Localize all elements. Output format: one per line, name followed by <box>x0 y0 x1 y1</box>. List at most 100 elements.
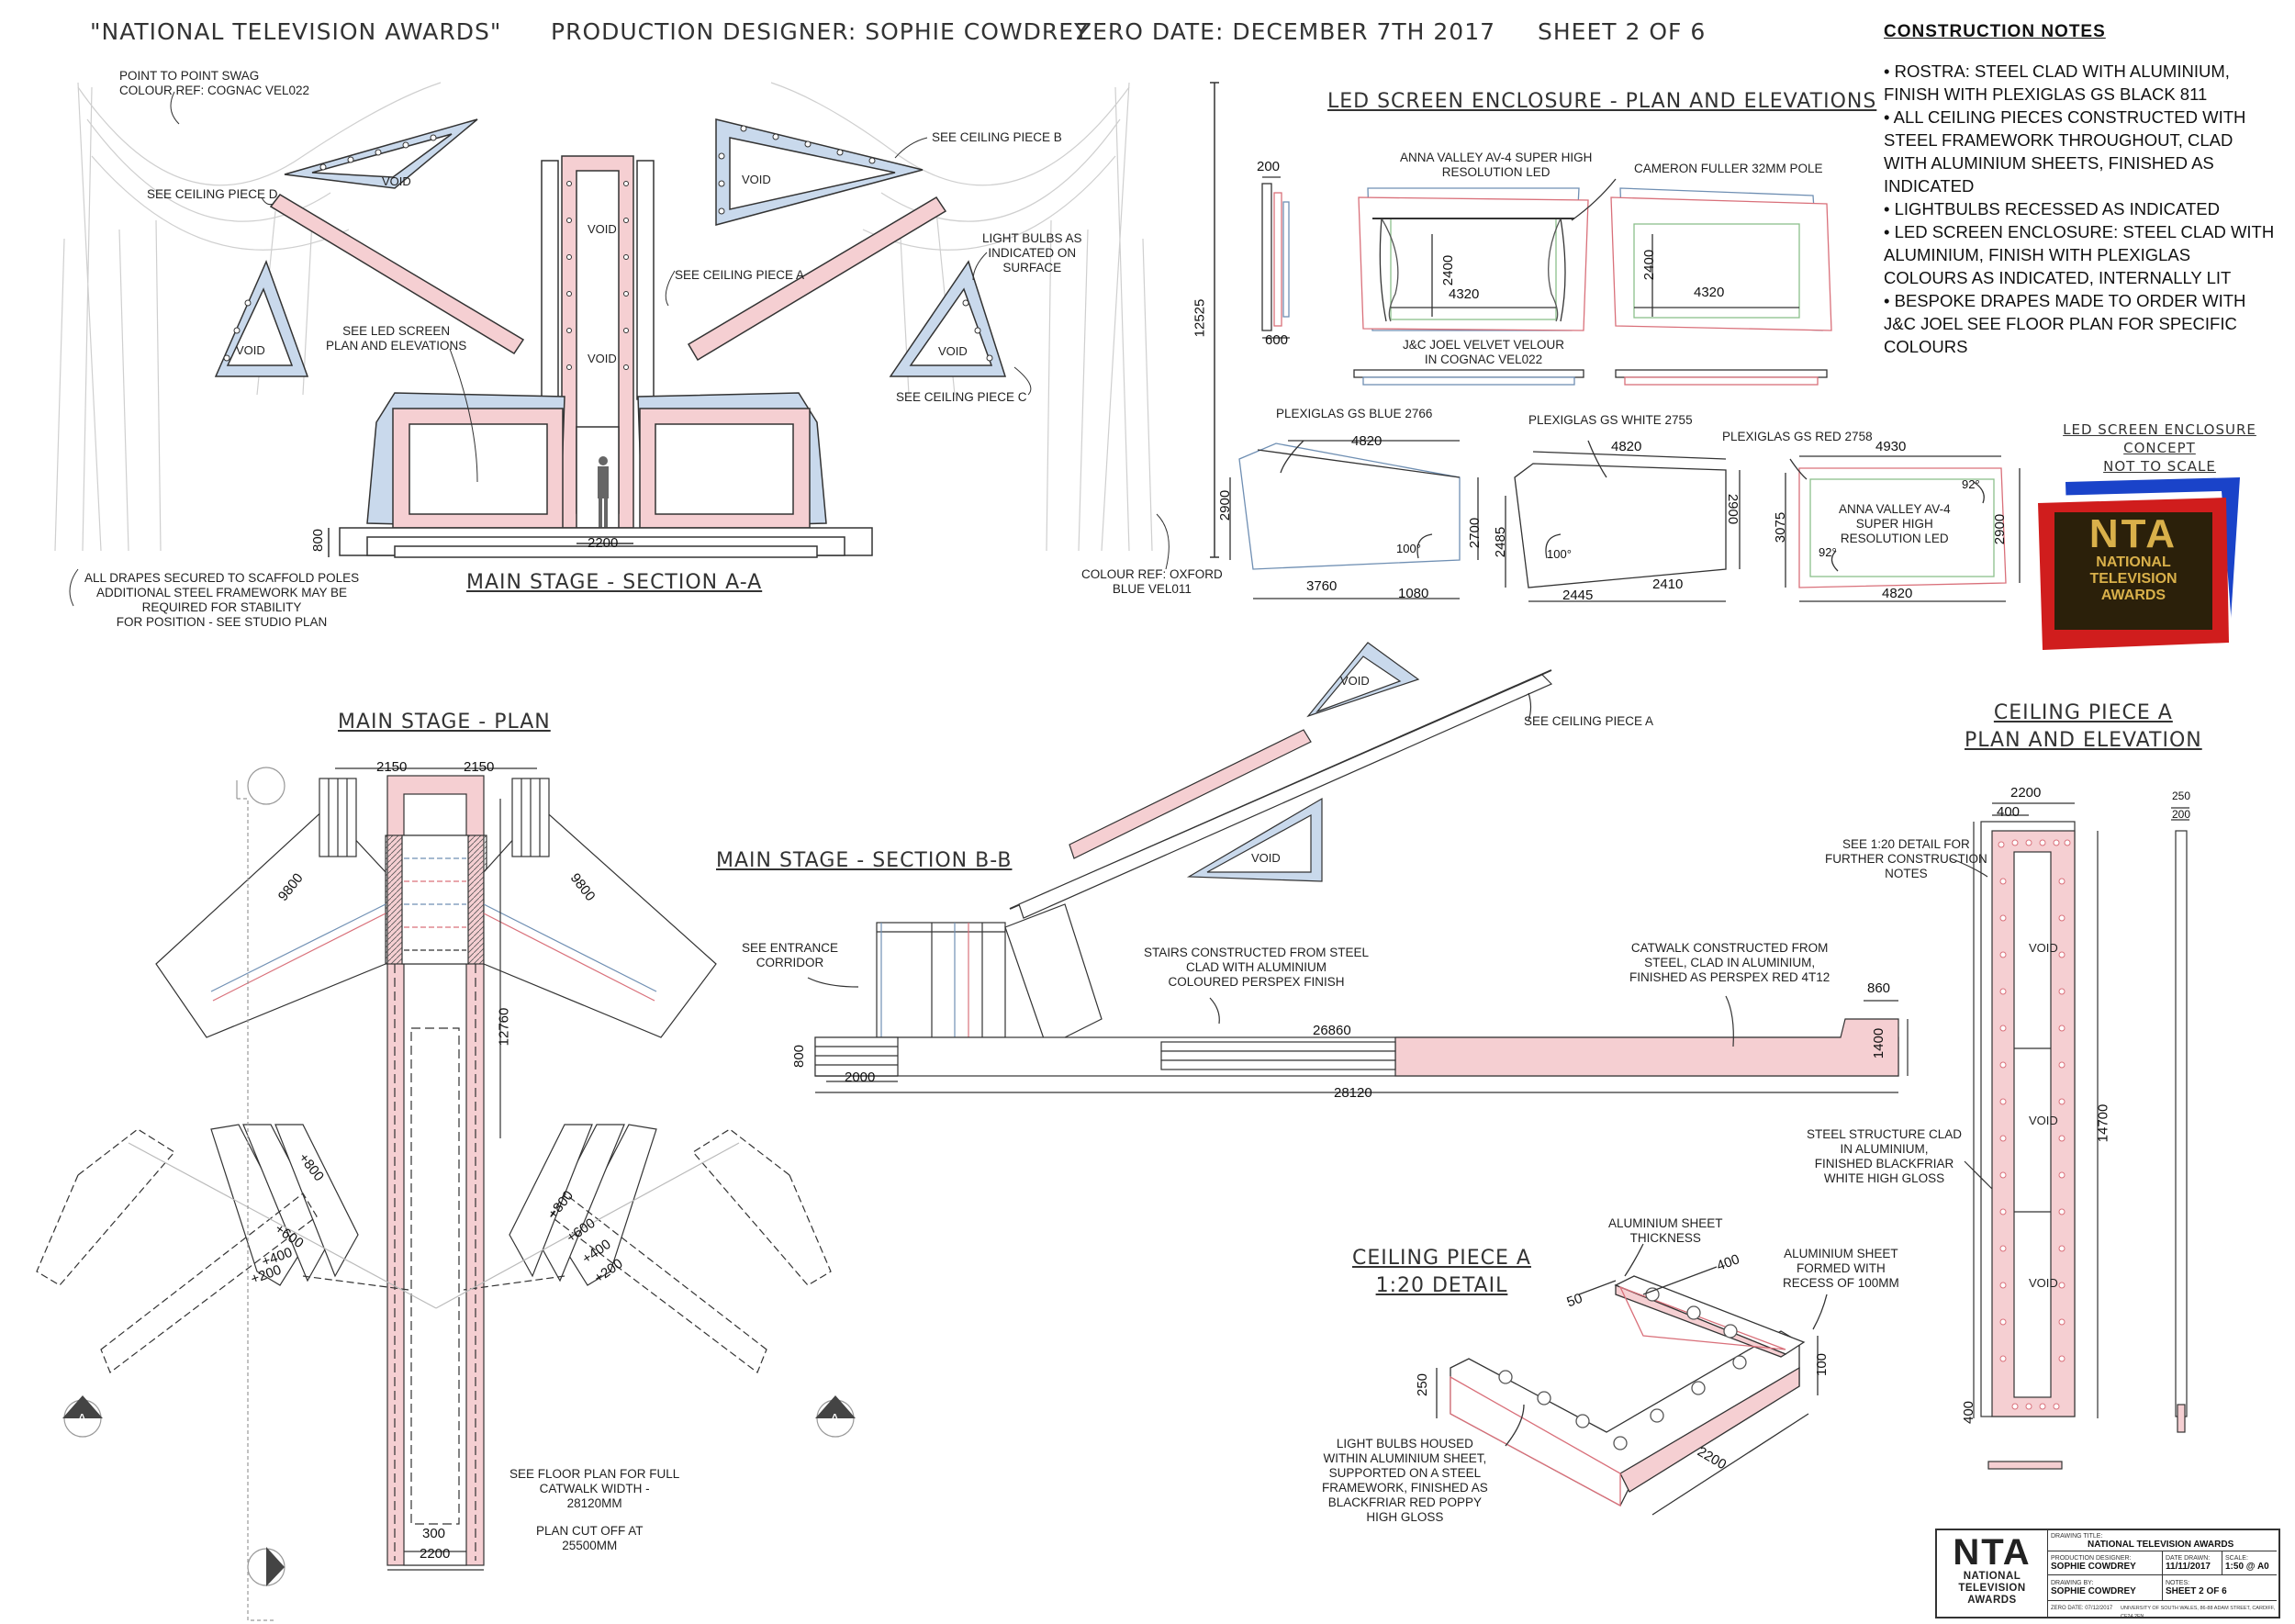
void-label: VOID <box>1340 674 1370 688</box>
dim-100: 100 <box>1814 1352 1830 1377</box>
label-drapes: ALL DRAPES SECURED TO SCAFFOLD POLES ADD… <box>84 571 360 629</box>
label-entrance: SEE ENTRANCE CORRIDOR <box>742 941 839 969</box>
header-event: "NATIONAL TELEVISION AWARDS" <box>90 18 502 45</box>
dim-26860: 26860 <box>1313 1023 1351 1038</box>
tb-university: UNIVERSITY OF SOUTH WALES, 86-88 ADAM ST… <box>2121 1606 2276 1619</box>
dim-1400: 1400 <box>1871 1027 1887 1059</box>
note-item: LIGHTBULBS RECESSED AS INDICATED <box>1884 197 2278 220</box>
dim-2900: 2900 <box>1725 493 1741 525</box>
led-concept-title: LED SCREEN ENCLOSURE CONCEPT NOT TO SCAL… <box>2063 421 2256 475</box>
dim-2485: 2485 <box>1493 526 1509 558</box>
section-aa-title: MAIN STAGE - SECTION A-A <box>466 571 763 594</box>
ceiling-a-plan-drawing <box>1950 802 2189 1470</box>
dim-4820: 4820 <box>1882 586 1913 601</box>
dim-2400: 2400 <box>1440 254 1457 286</box>
dim-800: 800 <box>791 1044 808 1069</box>
angle-label: 100° <box>1396 542 1421 555</box>
dim-2900: 2900 <box>1217 489 1234 521</box>
dim-4820: 4820 <box>1351 433 1383 449</box>
void-label: VOID <box>2029 1276 2058 1290</box>
header-zero-date: ZERO DATE: DECEMBER 7TH 2017 <box>1076 18 1496 45</box>
label-plexiglas-blue: PLEXIGLAS GS BLUE 2766 <box>1276 407 1433 420</box>
void-label: VOID <box>1251 851 1281 865</box>
tb-drawn-by: DRAWING BY:SOPHIE COWDREY <box>2051 1580 2136 1596</box>
label-stairs: STAIRS CONSTRUCTED FROM STEEL CLAD WITH … <box>1144 946 1370 989</box>
section-bb-title: MAIN STAGE - SECTION B-B <box>716 849 1013 872</box>
dim-2200: 2200 <box>420 1546 451 1562</box>
dim-600: 600 <box>1265 332 1289 348</box>
header-designer: PRODUCTION DESIGNER: SOPHIE COWDREY <box>551 18 1090 45</box>
tb-date: DATE DRAWN:11/11/2017 <box>2166 1555 2211 1572</box>
dim-400: 400 <box>1961 1400 1977 1425</box>
void-label: VOID <box>2029 941 2058 955</box>
angle-label: 100° <box>1547 547 1572 561</box>
label-steel-structure: STEEL STRUCTURE CLAD IN ALUMINIUM, FINIS… <box>1807 1127 1963 1185</box>
title-block: NTA NATIONAL TELEVISION AWARDS DRAWING T… <box>1935 1529 2280 1619</box>
tb-notes: NOTES:SHEET 2 OF 6 <box>2166 1580 2227 1596</box>
dim-2445: 2445 <box>1562 588 1594 603</box>
concept-line: NATIONAL <box>2096 554 2171 570</box>
dim-250: 250 <box>2172 790 2191 802</box>
concept-logo-text: NTA <box>2088 511 2178 556</box>
dim-2150: 2150 <box>464 759 495 775</box>
label-see-ceiling-a-2: SEE CEILING PIECE A <box>1524 714 1654 728</box>
dim-12760: 12760 <box>496 1007 512 1047</box>
label-see-ceiling-d: SEE CEILING PIECE D <box>147 187 278 201</box>
note-item: ALL CEILING PIECES CONSTRUCTED WITH STEE… <box>1884 106 2278 197</box>
main-stage-plan-drawing <box>36 767 856 1621</box>
dim-2700: 2700 <box>1467 517 1483 549</box>
construction-notes-list: ROSTRA: STEEL CLAD WITH ALUMINIUM, FINIS… <box>1884 60 2278 358</box>
label-cut-off: PLAN CUT OFF AT 25500MM <box>536 1524 644 1552</box>
label-see-ceiling-a: SEE CEILING PIECE A <box>675 268 805 282</box>
construction-notes: CONSTRUCTION NOTES ROSTRA: STEEL CLAD WI… <box>1884 20 2278 358</box>
section-marker-a: A <box>830 1412 840 1428</box>
concept-logo: NTA NATIONAL TELEVISION AWARDS <box>2054 514 2212 604</box>
led-enclosure-title: LED SCREEN ENCLOSURE - PLAN AND ELEVATIO… <box>1327 90 1877 113</box>
tb-drawing-title: DRAWING TITLE:NATIONAL TELEVISION AWARDS <box>2051 1533 2234 1550</box>
dim-300: 300 <box>422 1526 446 1541</box>
concept-line: TELEVISION <box>2089 571 2177 587</box>
void-label: VOID <box>742 173 771 186</box>
tb-designer: PRODUCTION DESIGNER:SOPHIE COWDREY <box>2051 1555 2136 1572</box>
angle-label: 92° <box>1962 477 1980 491</box>
tb-zero-date: ZERO DATE: 07/12/2017 <box>2051 1606 2113 1611</box>
dim-2900: 2900 <box>1992 513 2009 545</box>
dim-2400: 2400 <box>1641 249 1658 281</box>
label-cameron-fuller: CAMERON FULLER 32MM POLE <box>1634 162 1823 175</box>
label-anna-valley-2: ANNA VALLEY AV-4 SUPER HIGH RESOLUTION L… <box>1839 502 1951 545</box>
nta-logo-text: NTA <box>1953 1532 2032 1573</box>
label-light-bulbs: LIGHT BULBS AS INDICATED ON SURFACE <box>982 231 1082 274</box>
label-swag: POINT TO POINT SWAG COLOUR REF: COGNAC V… <box>119 69 310 97</box>
label-bulbs-housed: LIGHT BULBS HOUSED WITHIN ALUMINIUM SHEE… <box>1322 1437 1488 1524</box>
dim-4820: 4820 <box>1611 439 1642 454</box>
plan-title: MAIN STAGE - PLAN <box>338 711 551 734</box>
tb-scale: SCALE:1:50 @ A0 <box>2225 1555 2269 1572</box>
dim-2200: 2200 <box>2010 785 2042 801</box>
ceiling-a-title: CEILING PIECE A PLAN AND ELEVATION <box>1965 701 2202 752</box>
section-bb-drawing <box>807 642 1909 1093</box>
note-item: ROSTRA: STEEL CLAD WITH ALUMINIUM, FINIS… <box>1884 60 2278 106</box>
label-see-ceiling-b: SEE CEILING PIECE B <box>932 130 1062 144</box>
label-jc-joel: J&C JOEL VELVET VELOUR IN COGNAC VEL022 <box>1403 338 1565 366</box>
label-oxford: COLOUR REF: OXFORD BLUE VEL011 <box>1081 567 1223 596</box>
header-sheet: SHEET 2 OF 6 <box>1538 18 1707 45</box>
dim-12525: 12525 <box>1192 298 1208 338</box>
note-item: LED SCREEN ENCLOSURE: STEEL CLAD WITH AL… <box>1884 220 2278 289</box>
label-see-detail: SEE 1:20 DETAIL FOR FURTHER CONSTRUCTION… <box>1825 837 1987 880</box>
section-aa-structure <box>69 82 1219 607</box>
dim-860: 860 <box>1867 980 1891 996</box>
dim-800: 800 <box>310 528 327 553</box>
void-label: VOID <box>236 343 265 357</box>
label-anna-valley: ANNA VALLEY AV-4 SUPER HIGH RESOLUTION L… <box>1400 151 1593 179</box>
led-enclosure-drawing <box>1229 176 2021 602</box>
dim-2150: 2150 <box>376 759 408 775</box>
label-plexiglas-red: PLEXIGLAS GS RED 2758 <box>1722 430 1873 443</box>
void-label: VOID <box>938 344 968 358</box>
label-aluminium-formed: ALUMINIUM SHEET FORMED WITH RECESS OF 10… <box>1783 1247 1899 1290</box>
void-label: VOID <box>588 352 617 365</box>
label-catwalk: CATWALK CONSTRUCTED FROM STEEL, CLAD IN … <box>1629 941 1830 984</box>
dim-2410: 2410 <box>1652 577 1684 592</box>
dim-4930: 4930 <box>1875 439 1907 454</box>
led-concept-image <box>2038 477 2240 650</box>
dim-400: 400 <box>1997 804 2021 820</box>
